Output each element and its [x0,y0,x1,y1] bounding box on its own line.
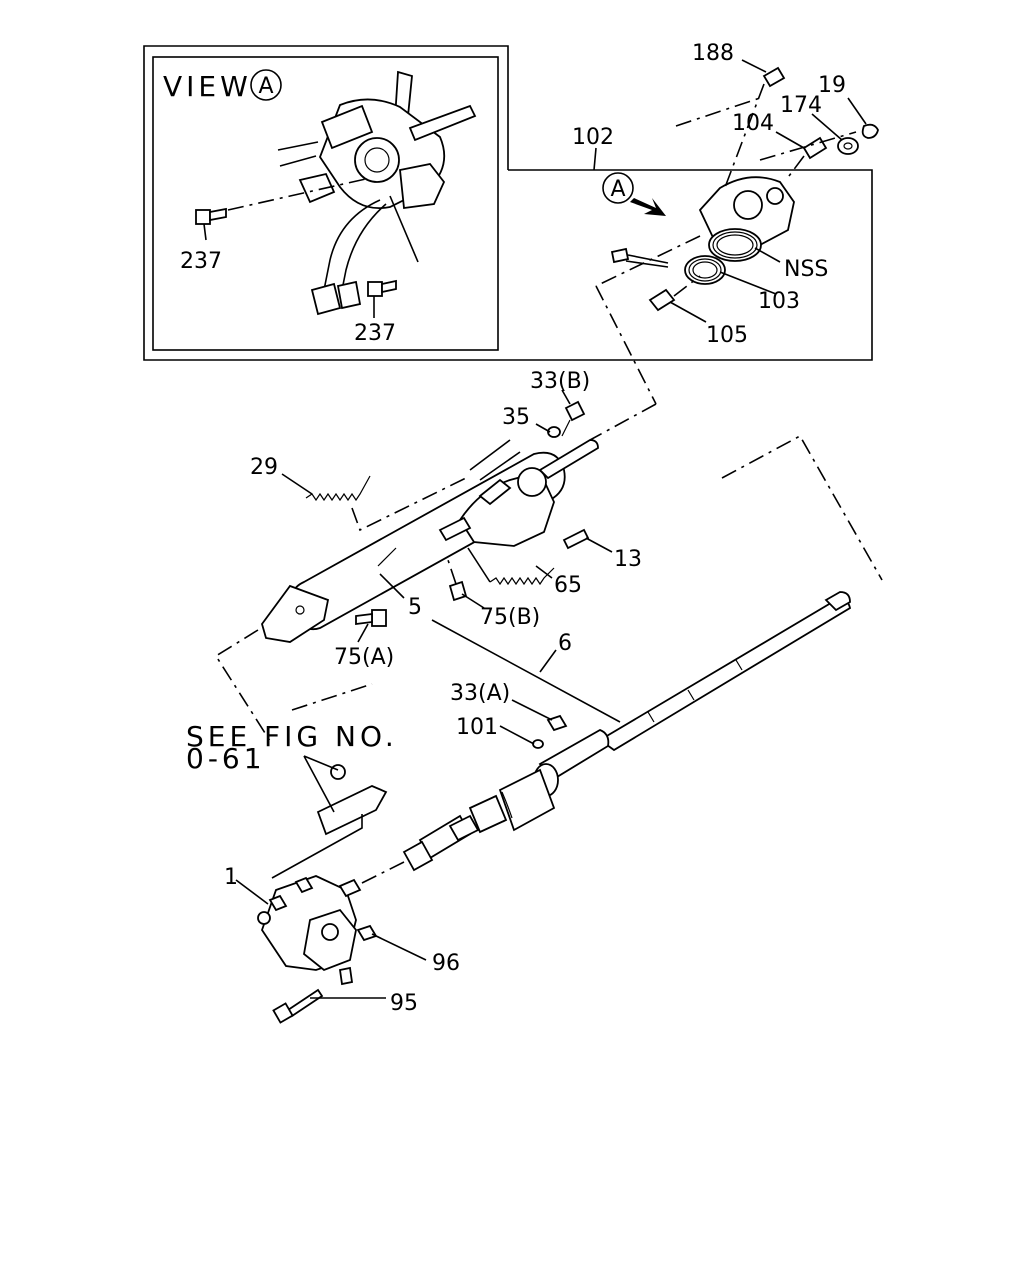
view-a-frame [143,45,873,361]
nut-96 [356,924,378,942]
upper-column-5 [261,439,599,643]
label-103: 103 [758,289,800,314]
label-96: 96 [432,951,460,976]
see-fig-note-line1: SEE FIG NO. [186,720,398,753]
bolt-33a [546,714,568,732]
label-33a: 33(A) [450,681,510,706]
label-105: 105 [706,323,748,348]
screw-237-lower [367,279,397,297]
label-5: 5 [408,595,422,620]
label-101: 101 [456,715,498,740]
lower-column-boot [468,729,610,834]
label-237-upper: 237 [180,249,222,274]
bolt-95 [272,988,324,1024]
label-95: 95 [390,991,418,1016]
callout-marker-a: A [602,172,666,216]
svg-text:A: A [258,74,273,99]
label-13: 13 [614,547,642,572]
svg-text:A: A [610,177,625,202]
steering-gear-box-1 [257,875,362,986]
label-6: 6 [558,631,572,656]
nss-switch [708,228,762,262]
label-188: 188 [692,41,734,66]
intermediate-shaft-6 [598,591,852,752]
label-75b: 75(B) [480,605,540,630]
label-104: 104 [732,111,774,136]
washer-101 [532,739,544,749]
ring-103 [684,255,726,285]
bolt-75a [355,609,387,627]
washer-35 [547,426,561,438]
see-fig-note-line2: 0-61 [186,742,266,775]
label-33b: 33(B) [530,369,590,394]
view-a-ignition-assembly [277,70,477,316]
bolt-188 [723,66,786,191]
label-1: 1 [224,865,238,890]
label-35: 35 [502,405,530,430]
bolt-104 [785,136,828,181]
bracket-see-fig [271,755,388,879]
spring-65 [467,547,555,586]
leader-lines [203,59,867,999]
bolt-33b [561,400,586,437]
spring-29 [305,475,467,532]
label-29: 29 [250,455,278,480]
label-174: 174 [780,93,822,118]
label-102: 102 [572,125,614,150]
screw-237-upper [195,177,371,225]
view-title: VIEW [163,70,252,103]
label-237-lower: 237 [354,321,396,346]
clip-19 [861,123,879,139]
label-19: 19 [818,73,846,98]
label-75a: 75(A) [334,645,394,670]
view-marker: A [250,69,282,101]
label-nss: NSS [784,257,828,282]
harness-connector [610,247,669,268]
universal-joint [355,814,480,887]
label-65: 65 [554,573,582,598]
washer-174 [837,137,859,155]
bolt-105 [648,275,701,312]
pin-13 [562,528,590,550]
